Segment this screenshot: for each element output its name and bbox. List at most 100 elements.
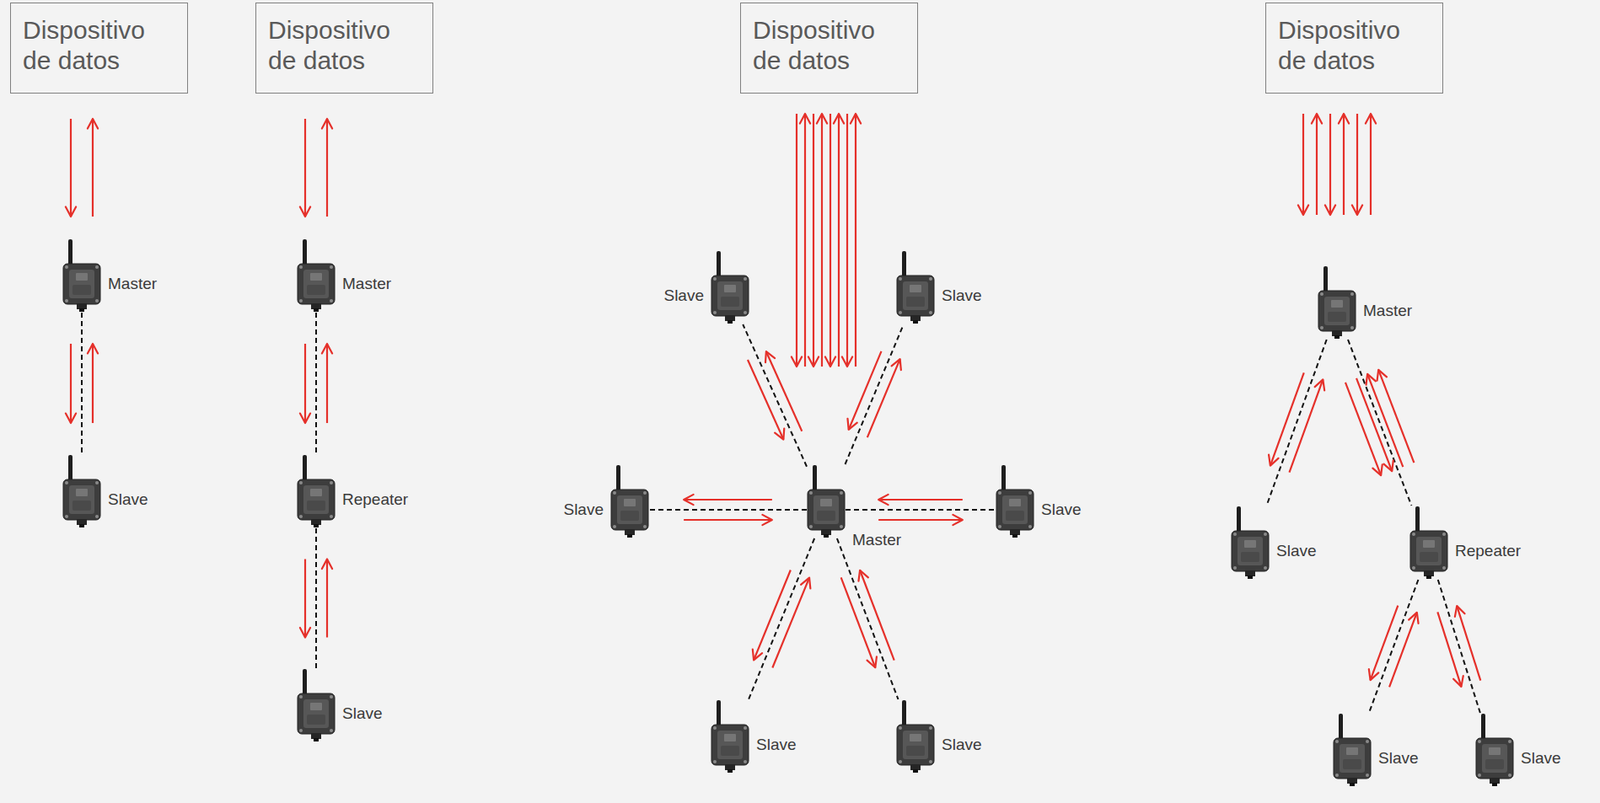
arrow-shaft	[326, 559, 328, 639]
data-arrow	[65, 343, 76, 424]
device-label: Slave	[561, 500, 606, 520]
arrow-head	[842, 357, 853, 367]
data-arrow	[1325, 113, 1336, 215]
radio-device: Slave	[710, 699, 750, 774]
device-label: Master	[850, 531, 903, 550]
device-icon	[610, 464, 650, 539]
arrow-shaft	[878, 499, 963, 501]
arrow-head	[765, 351, 775, 363]
arrow-head	[825, 357, 836, 367]
radio-device: Slave	[610, 464, 650, 539]
arrow-head	[1408, 612, 1418, 624]
dashed-link	[748, 538, 815, 700]
radio-device: Slave	[62, 454, 102, 529]
radio-link	[791, 93, 861, 465]
arrow-shaft	[1329, 113, 1332, 215]
arrow-shaft	[1270, 372, 1305, 466]
arrow-shaft	[1370, 606, 1399, 681]
arrow-head	[762, 515, 772, 526]
radio-device: Slave	[896, 699, 935, 774]
arrow-head	[1352, 205, 1363, 215]
radio-link	[65, 312, 98, 455]
radio-device: Master	[1317, 265, 1357, 340]
radio-device: Master	[62, 238, 102, 313]
data-arrow	[322, 118, 333, 217]
dashed-link	[1267, 339, 1327, 506]
data-arrow	[765, 351, 802, 432]
arrow-head	[1325, 205, 1336, 215]
data-arrow	[65, 118, 76, 217]
arrow-shaft	[683, 519, 773, 521]
arrow-shaft	[846, 113, 849, 367]
data-arrow	[847, 351, 881, 430]
data-arrow	[322, 559, 333, 639]
data-arrow	[1389, 612, 1418, 688]
device-icon	[896, 699, 935, 774]
radio-link	[649, 494, 807, 526]
data-device-box: Dispositivo de datos	[1265, 2, 1444, 94]
data-arrow	[800, 113, 811, 367]
data-arrow	[752, 569, 791, 661]
arrow-head	[1372, 464, 1382, 476]
data-arrow	[850, 113, 861, 367]
device-label: Master	[340, 274, 393, 294]
device-icon	[806, 464, 846, 539]
device-icon	[296, 668, 336, 743]
radio-link	[748, 538, 815, 700]
arrow-head	[87, 343, 98, 354]
arrow-shaft	[304, 118, 307, 217]
dashed-link	[80, 312, 83, 455]
radio-device: Repeater	[296, 454, 336, 529]
dashed-link	[1369, 579, 1418, 714]
arrow-shaft	[854, 113, 857, 367]
arrow-head	[1377, 370, 1387, 382]
arrow-head	[87, 118, 98, 129]
device-icon	[710, 250, 750, 325]
arrow-head	[952, 515, 962, 526]
device-label: Slave	[1274, 542, 1319, 561]
arrow-shaft	[747, 359, 784, 441]
data-device-box: Dispositivo de datos	[740, 2, 919, 94]
arrow-head	[774, 429, 784, 441]
data-arrow	[1377, 370, 1415, 463]
device-label: Slave	[661, 286, 706, 306]
arrow-head	[65, 413, 76, 424]
data-arrow	[878, 494, 963, 505]
device-icon	[1409, 505, 1449, 580]
arrow-head	[1453, 676, 1464, 688]
dashed-link	[1438, 579, 1481, 714]
data-arrow	[1288, 379, 1325, 473]
data-arrow	[878, 515, 963, 526]
device-icon	[296, 238, 336, 313]
arrow-shaft	[812, 113, 815, 367]
device-label: Slave	[939, 286, 984, 306]
data-arrow	[1455, 606, 1481, 681]
arrow-head	[808, 357, 819, 367]
arrow-head	[300, 207, 311, 217]
arrow-shaft	[326, 343, 328, 424]
radio-link	[300, 93, 333, 239]
arrow-shaft	[326, 118, 328, 217]
device-icon	[710, 699, 750, 774]
arrow-shaft	[837, 113, 840, 367]
arrow-head	[791, 357, 802, 367]
data-arrow	[300, 343, 311, 424]
arrow-head	[850, 113, 861, 124]
arrow-shaft	[69, 118, 72, 217]
arrow-shaft	[821, 113, 823, 367]
data-device-box: Dispositivo de datos	[255, 2, 434, 94]
dashed-link	[1347, 339, 1412, 506]
data-device-box: Dispositivo de datos	[10, 2, 188, 94]
box-text: Dispositivo de datos	[752, 15, 892, 76]
device-label: Slave	[754, 735, 799, 755]
radio-link	[1345, 339, 1414, 506]
arrow-shaft	[766, 351, 802, 432]
dashed-link	[315, 528, 317, 669]
data-arrow	[858, 570, 894, 661]
radio-link	[300, 312, 333, 455]
arrow-shaft	[841, 577, 876, 668]
arrow-shaft	[772, 578, 810, 669]
arrow-head	[322, 559, 333, 570]
arrow-head	[1268, 455, 1278, 467]
data-arrow	[1365, 113, 1376, 215]
